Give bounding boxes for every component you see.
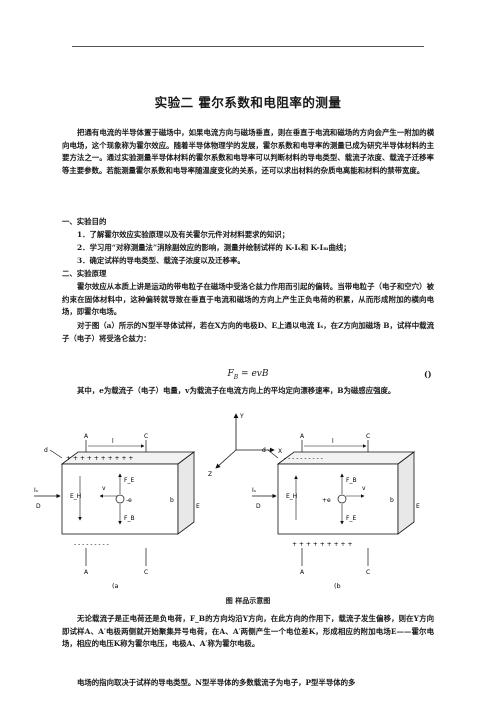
force-bottom-label: F_B xyxy=(124,515,135,522)
figure-reference-paragraph: 对于图（a）所示的N型半导体试样，若在X方向的电极D、E上通以电流 Iₛ，在Z方… xyxy=(62,321,434,343)
page-title: 实验二 霍尔系数和电阻率的测量 xyxy=(154,95,342,110)
bottom-charge-signs: + + + + + + + + + xyxy=(292,541,353,548)
after-figure-paragraph: 无论载流子是正电荷还是负电荷，F_B的方向均沿Y方向，在此方向的作用下，载流子发… xyxy=(62,614,434,649)
electrode-e: E xyxy=(416,503,420,510)
electrode-a-bottom: A xyxy=(84,569,89,576)
thickness-label: d xyxy=(44,447,48,454)
charge-label: +e xyxy=(322,497,331,504)
velocity-label: v xyxy=(362,485,366,492)
electrode-c-bottom: C xyxy=(144,569,148,576)
current-label: Iₛ xyxy=(252,487,256,494)
electrode-e: E xyxy=(196,503,200,510)
principle-paragraph: 霍尔效应从本质上讲是运动的带电粒子在磁场中受洛仑兹力作用而引起的偏转。当带电粒子… xyxy=(62,282,434,317)
width-label: b xyxy=(390,497,394,504)
sample-b-label: (b xyxy=(334,582,341,590)
goal-item: 1．了解霍尔效应实验原理以及有关霍尔元件对材料要求的知识； xyxy=(77,230,290,239)
formula-number: () xyxy=(424,369,432,379)
goal-item: 3．确定试样的导电类型、载流子浓度以及迁移率。 xyxy=(77,256,245,265)
electrode-d: D xyxy=(256,503,261,510)
figure-caption: 图 样品示意图 xyxy=(225,597,271,605)
lorentz-formula: FB = evB xyxy=(227,369,269,381)
sample-a: A C l + + + + + + + + + + - - - - - - - … xyxy=(34,433,200,590)
electrode-a-top: A xyxy=(300,433,305,440)
thickness-label: d xyxy=(262,447,266,454)
electrode-c-bottom: C xyxy=(366,569,370,576)
current-label: Iₛ xyxy=(34,487,38,494)
axis-label-z: Z xyxy=(208,471,212,478)
charge-label: -e xyxy=(126,497,132,504)
intro-paragraph: 把通有电流的半导体置于磁场中，如果电流方向与磁场垂直，则在垂直于电流和磁场的方向… xyxy=(62,128,434,175)
section-heading-goals: 一、实验目的 xyxy=(62,217,107,226)
force-top-label: F_E xyxy=(124,477,134,484)
goal-item: 2．学习用“对称测量法”消除副效应的影响，测量并绘制试样的 K-Iₛ和 K-Iₘ… xyxy=(77,243,351,252)
force-top-label: F_B xyxy=(346,477,357,484)
top-charge-signs: - - - - - - - - - - xyxy=(284,455,323,462)
section-heading-principle: 二、实验原理 xyxy=(62,269,107,278)
electrode-c-top: C xyxy=(366,433,370,440)
sample-a-label: (a xyxy=(112,582,119,590)
sample-b: A C l - - - - - - - - - - + + + + + + + … xyxy=(252,433,420,590)
hall-field-label: E_H xyxy=(286,493,297,500)
formula-explanation: 其中，e为载流子（电子）电量，v为载流子在电流方向上的平均定向漂移速率，B为磁感… xyxy=(77,386,396,395)
electrode-d: D xyxy=(36,503,41,510)
coordinate-axes: Y X Z xyxy=(208,413,282,478)
force-bottom-label: F_E xyxy=(346,515,356,522)
length-label: l xyxy=(112,438,114,445)
electrode-a-bottom: A xyxy=(300,569,305,576)
axis-label-y: Y xyxy=(239,413,244,420)
final-paragraph: 电场的指向取决于试样的导电类型。N型半导体的多数载流子为电子，P型半导体的多 xyxy=(77,678,356,687)
electrode-a-top: A xyxy=(84,433,89,440)
axis-label-x: X xyxy=(278,448,282,455)
electrode-c-top: C xyxy=(144,433,148,440)
width-label: b xyxy=(170,497,174,504)
hall-field-label: E_H xyxy=(70,493,81,500)
header-rule xyxy=(72,46,424,47)
sample-diagram: Y X Z A C l + + + + + + + + + + - - - - … xyxy=(34,413,420,590)
velocity-label: v xyxy=(102,485,106,492)
bottom-charge-signs: - - - - - - - - - xyxy=(74,541,109,548)
top-charge-signs: + + + + + + + + + + xyxy=(66,455,133,462)
length-label: l xyxy=(332,438,334,445)
